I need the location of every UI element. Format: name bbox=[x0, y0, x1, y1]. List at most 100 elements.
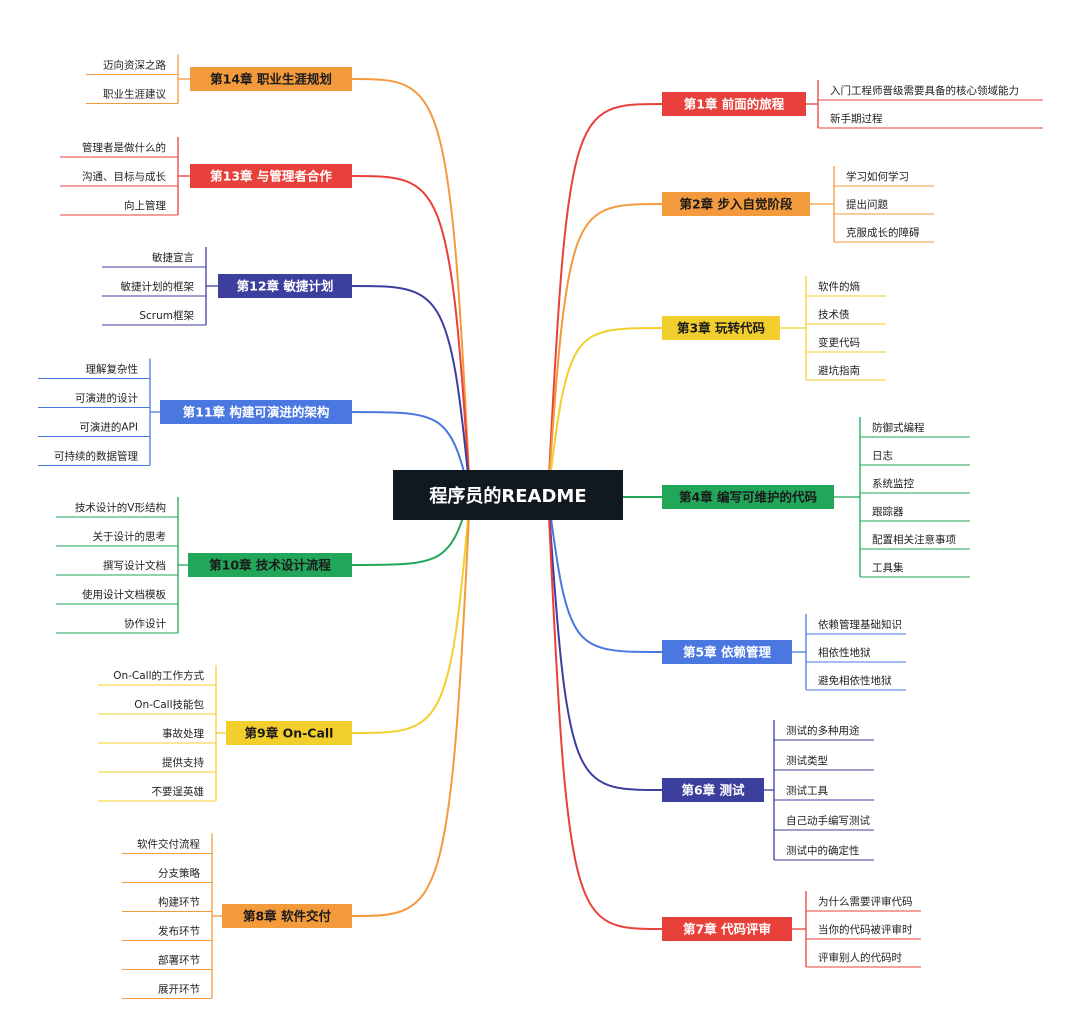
leaf-label: 提供支持 bbox=[162, 756, 204, 769]
leaf-label: 软件交付流程 bbox=[137, 838, 200, 851]
leaf-label: 克服成长的障碍 bbox=[846, 226, 920, 239]
leaf-label: 避坑指南 bbox=[818, 364, 860, 377]
leaf-label: 展开环节 bbox=[158, 984, 200, 996]
branch-curve bbox=[547, 203, 663, 496]
leaf-label: 测试的多种用途 bbox=[786, 724, 860, 737]
leaf-label: 测试中的确定性 bbox=[786, 844, 860, 857]
chapter-title: 第7章 代码评审 bbox=[683, 922, 771, 937]
chapter-title: 第2章 步入自觉阶段 bbox=[679, 197, 793, 212]
branch-curve bbox=[351, 285, 471, 496]
leaf-label: On-Call的工作方式 bbox=[113, 669, 204, 682]
leaf-label: 新手期过程 bbox=[830, 112, 883, 125]
chapter-box bbox=[188, 553, 352, 577]
leaf-label: 系统监控 bbox=[872, 477, 914, 490]
leaf-label: 理解复杂性 bbox=[86, 363, 139, 376]
chapter-box bbox=[222, 904, 352, 928]
leaf-label: On-Call技能包 bbox=[134, 698, 204, 711]
chapter-box bbox=[218, 274, 352, 298]
branch-curve bbox=[351, 78, 471, 496]
root-title: 程序员的README bbox=[429, 485, 586, 507]
leaf-label: 可演进的API bbox=[79, 421, 138, 434]
leaf-label: 构建环节 bbox=[158, 896, 200, 909]
leaf-label: 沟通、目标与成长 bbox=[82, 170, 166, 183]
leaf-label: 使用设计文档模板 bbox=[82, 588, 166, 601]
chapter-title: 第9章 On-Call bbox=[245, 726, 334, 741]
chapter-box bbox=[226, 721, 352, 745]
leaf-label: 依赖管理基础知识 bbox=[818, 618, 902, 631]
chapter-title: 第14章 职业生涯规划 bbox=[210, 72, 332, 87]
leaf-label: 变更代码 bbox=[818, 336, 860, 349]
leaf-label: 软件的熵 bbox=[818, 280, 860, 293]
leaf-label: Scrum框架 bbox=[139, 309, 194, 322]
leaf-label: 协作设计 bbox=[124, 617, 166, 630]
branch-curve bbox=[547, 103, 663, 496]
chapter-box bbox=[662, 485, 834, 509]
chapter-box bbox=[160, 400, 352, 424]
chapter-title: 第10章 技术设计流程 bbox=[209, 558, 331, 573]
leaf-label: 测试类型 bbox=[786, 754, 828, 767]
leaf-label: 为什么需要评审代码 bbox=[818, 895, 913, 908]
leaf-label: 跟踪器 bbox=[872, 505, 904, 518]
chapter-title: 第1章 前面的旅程 bbox=[684, 97, 785, 112]
chapter-title: 第6章 测试 bbox=[681, 783, 745, 798]
leaf-label: 事故处理 bbox=[162, 727, 204, 740]
leaf-label: 技术债 bbox=[818, 308, 850, 321]
leaf-label: 敏捷宣言 bbox=[152, 251, 194, 264]
chapter-node: 第9章 On-Call On-Call的工作方式 On-Call技能包事故处理提供支… bbox=[98, 665, 352, 802]
leaf-label: 日志 bbox=[872, 449, 893, 462]
chapter-box bbox=[190, 67, 352, 91]
leaf-label: 撰写设计文档 bbox=[103, 559, 166, 572]
chapter-title: 第8章 软件交付 bbox=[243, 909, 332, 924]
root-box bbox=[393, 470, 623, 520]
leaf-label: 相依性地狱 bbox=[818, 646, 871, 659]
chapter-title: 第11章 构建可演进的架构 bbox=[183, 405, 330, 420]
root-node: 程序员的README bbox=[393, 470, 623, 520]
leaf-label: 发布环节 bbox=[158, 925, 200, 938]
leaf-label: 避免相依性地狱 bbox=[818, 674, 892, 687]
branch-curve bbox=[547, 494, 663, 653]
leaf-label: 关于设计的思考 bbox=[93, 530, 167, 543]
branch-curve bbox=[351, 175, 471, 496]
leaf-label: 自己动手编写测试 bbox=[786, 814, 870, 827]
leaf-label: 测试工具 bbox=[786, 784, 828, 797]
chapter-box bbox=[662, 640, 792, 664]
leaf-label: 防御式编程 bbox=[872, 421, 925, 434]
leaf-label: 职业生涯建议 bbox=[103, 88, 166, 101]
chapter-node: 第10章 技术设计流程技术设计的V形结构关于设计的思考撰写设计文档使用设计文档模… bbox=[56, 497, 352, 634]
leaf-label: 部署环节 bbox=[158, 954, 200, 967]
branch-curve bbox=[351, 494, 471, 917]
chapter-box bbox=[662, 316, 780, 340]
chapter-box bbox=[662, 92, 806, 116]
leaf-label: 入门工程师晋级需要具备的核心领域能力 bbox=[830, 84, 1019, 97]
chapter-box bbox=[662, 917, 792, 941]
leaf-label: 迈向资深之路 bbox=[103, 59, 166, 72]
branch-curve bbox=[547, 494, 663, 791]
leaf-label: 配置相关注意事项 bbox=[872, 533, 956, 546]
leaf-label: 不要逞英雄 bbox=[152, 785, 205, 798]
chapter-title: 第5章 依赖管理 bbox=[683, 645, 772, 660]
chapter-title: 第13章 与管理者合作 bbox=[210, 169, 332, 184]
chapter-box bbox=[662, 778, 764, 802]
leaf-label: 敏捷计划的框架 bbox=[121, 280, 195, 293]
leaf-label: 评审别人的代码时 bbox=[818, 951, 902, 964]
leaf-label: 分支策略 bbox=[158, 867, 200, 880]
leaf-label: 可演进的设计 bbox=[75, 392, 138, 405]
branch-curve bbox=[547, 494, 663, 930]
chapter-title: 第3章 玩转代码 bbox=[677, 321, 765, 336]
leaf-label: 当你的代码被评审时 bbox=[818, 923, 913, 936]
branch-curve bbox=[351, 494, 471, 734]
chapter-title: 第4章 编写可维护的代码 bbox=[679, 490, 817, 505]
